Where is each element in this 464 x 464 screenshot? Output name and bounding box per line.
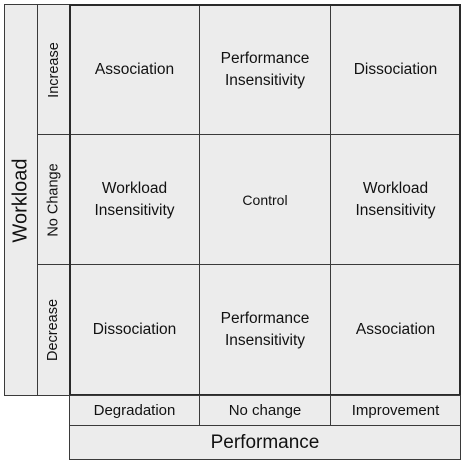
y-axis-title-panel: Workload [4,4,38,396]
cell-increase-improvement: Dissociation [330,4,461,135]
cell-decrease-no-change: Performance Insensitivity [199,264,331,396]
col-label-degradation-text: Degradation [93,402,176,419]
cell-text: Control [242,191,288,208]
cell-no-change-improvement: Workload Insensitivity [330,134,461,265]
cell-text: Performance Insensitivity [220,49,310,89]
row-label-no-change-text: No Change [45,162,62,237]
cell-increase-degradation: Association [69,4,200,135]
cell-no-change-no-change: Control [199,134,331,265]
cell-decrease-improvement: Association [330,264,461,396]
y-axis-title: Workload [9,157,32,243]
cell-no-change-degradation: Workload Insensitivity [69,134,200,265]
cell-text: Workload Insensitivity [355,179,436,219]
cell-text: Association [94,60,175,78]
col-label-degradation: Degradation [69,395,200,426]
cell-decrease-degradation: Dissociation [69,264,200,396]
cell-increase-no-change: Performance Insensitivity [199,4,331,135]
x-axis-title: Performance [210,431,320,453]
col-label-no-change-text: No change [228,402,302,419]
col-label-no-change: No change [199,395,331,426]
row-label-increase: Increase [37,4,70,135]
x-axis-title-panel: Performance [69,425,461,460]
row-label-increase-text: Increase [45,41,62,98]
cell-text: Workload Insensitivity [94,179,175,219]
cell-text: Dissociation [92,321,177,338]
row-label-no-change: No Change [37,134,70,265]
col-label-improvement: Improvement [330,395,461,426]
row-label-decrease: Decrease [37,264,70,396]
cell-text: Association [355,321,436,338]
col-label-improvement-text: Improvement [351,402,440,419]
cell-text: Dissociation [353,60,438,78]
cell-text: Performance Insensitivity [220,310,310,349]
row-label-decrease-text: Decrease [45,298,62,362]
